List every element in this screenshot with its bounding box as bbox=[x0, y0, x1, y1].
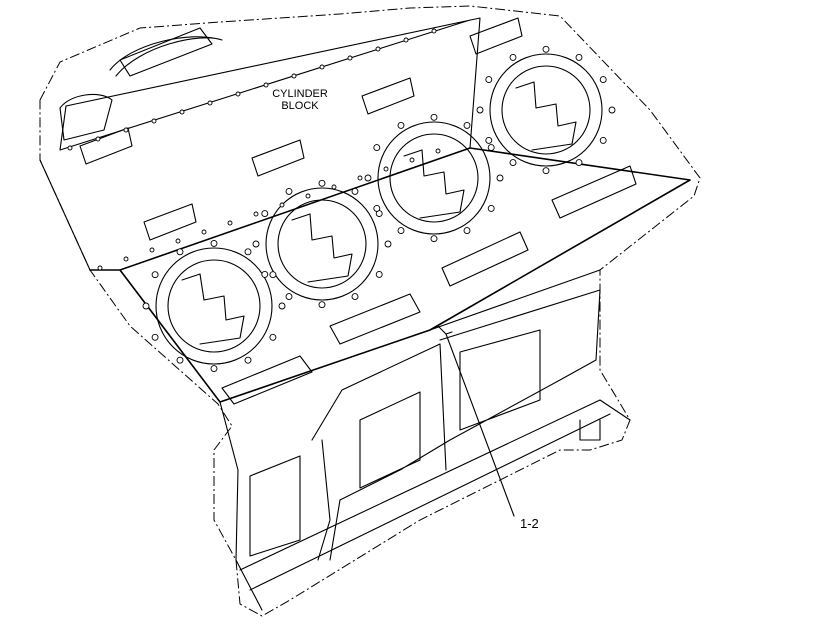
bolt-hole bbox=[123, 256, 129, 262]
bolt-hole bbox=[331, 184, 337, 190]
bolt-hole bbox=[151, 118, 157, 124]
bolt-hole bbox=[252, 240, 260, 248]
bolt-hole bbox=[351, 293, 359, 301]
cylinder-bore-1 bbox=[155, 247, 273, 365]
bolt-hole bbox=[496, 174, 504, 182]
bolt-hole bbox=[269, 271, 277, 279]
bolt-hole bbox=[409, 157, 415, 163]
bolt-hole bbox=[291, 73, 297, 79]
bolt-hole bbox=[305, 193, 311, 199]
bolt-hole bbox=[176, 356, 184, 364]
part-name-label: CYLINDER BLOCK bbox=[262, 88, 338, 112]
bolt-hole bbox=[95, 136, 101, 142]
bolt-hole bbox=[151, 271, 159, 279]
bolt-hole bbox=[463, 227, 471, 235]
bolt-hole bbox=[269, 333, 277, 341]
bolt-hole bbox=[179, 109, 185, 115]
bolt-hole bbox=[599, 76, 607, 84]
bolt-hole bbox=[351, 187, 359, 195]
bolt-hole bbox=[210, 239, 218, 247]
bolt-hole bbox=[430, 113, 438, 121]
bolt-hole bbox=[485, 136, 493, 144]
crankcase-rail bbox=[239, 399, 631, 591]
bolt-hole bbox=[375, 46, 381, 52]
bolt-hole bbox=[151, 333, 159, 341]
bolt-hole bbox=[244, 248, 252, 256]
bolt-hole bbox=[67, 145, 73, 151]
bolt-hole bbox=[227, 220, 233, 226]
callout-leader-line bbox=[437, 325, 515, 517]
bolt-hole bbox=[463, 121, 471, 129]
bolt-hole bbox=[318, 179, 326, 187]
bolt-hole bbox=[375, 270, 383, 278]
bolt-hole bbox=[123, 127, 129, 133]
bolt-hole bbox=[279, 202, 285, 208]
bolt-hole bbox=[357, 175, 363, 181]
bolt-hole bbox=[383, 166, 389, 172]
bolt-hole bbox=[285, 187, 293, 195]
bolt-hole bbox=[261, 210, 269, 218]
bolt-hole bbox=[142, 302, 150, 310]
bolt-hole bbox=[509, 53, 517, 61]
bolt-hole bbox=[608, 106, 616, 114]
bolt-hole bbox=[509, 159, 517, 167]
bolt-hole bbox=[575, 159, 583, 167]
bolt-hole bbox=[542, 45, 550, 53]
bolt-hole bbox=[175, 238, 181, 244]
bolt-hole bbox=[397, 121, 405, 129]
bolt-hole bbox=[384, 240, 392, 248]
crankcase-side bbox=[219, 269, 601, 611]
block-deck-edge bbox=[39, 17, 481, 271]
callout-leader-line-2 bbox=[445, 331, 453, 335]
bolt-hole bbox=[487, 204, 495, 212]
bolt-hole bbox=[263, 82, 269, 88]
block-phantom-outline bbox=[39, 5, 701, 617]
bolt-hole bbox=[244, 356, 252, 364]
cylinder-bore-3 bbox=[377, 121, 491, 235]
bolt-hole bbox=[487, 144, 495, 152]
bolt-hole bbox=[207, 100, 213, 106]
bolt-hole bbox=[485, 76, 493, 84]
bolt-hole bbox=[210, 365, 218, 373]
cylinder-bore-4 bbox=[489, 53, 603, 167]
bolt-hole bbox=[430, 235, 438, 243]
bolt-hole bbox=[347, 55, 353, 61]
bolt-hole bbox=[261, 270, 269, 278]
bolt-hole bbox=[403, 37, 409, 43]
bolt-hole bbox=[285, 293, 293, 301]
front-housing bbox=[59, 36, 223, 141]
bolt-hole bbox=[97, 265, 103, 271]
part-name-line1: CYLINDER bbox=[272, 88, 328, 100]
deck-slots bbox=[79, 17, 637, 405]
bolt-hole bbox=[318, 301, 326, 309]
cylinder-bore-2 bbox=[265, 187, 379, 301]
bolt-hole bbox=[201, 229, 207, 235]
bolt-hole bbox=[575, 53, 583, 61]
bolt-hole bbox=[176, 248, 184, 256]
bolt-hole bbox=[373, 204, 381, 212]
bolt-holes bbox=[67, 28, 616, 373]
bolt-hole bbox=[435, 148, 441, 154]
bolt-hole bbox=[599, 136, 607, 144]
bolt-hole bbox=[278, 302, 286, 310]
bolt-hole bbox=[397, 227, 405, 235]
bolt-hole bbox=[235, 91, 241, 97]
bolt-hole bbox=[149, 247, 155, 253]
bolt-hole bbox=[319, 64, 325, 70]
callout-number: 1-2 bbox=[520, 516, 539, 531]
bolt-hole bbox=[542, 167, 550, 175]
bolt-hole bbox=[253, 211, 259, 217]
bolt-hole bbox=[364, 174, 372, 182]
part-name-line2: BLOCK bbox=[281, 100, 319, 112]
bolt-hole bbox=[431, 28, 437, 34]
bolt-hole bbox=[373, 144, 381, 152]
bolt-hole bbox=[476, 106, 484, 114]
